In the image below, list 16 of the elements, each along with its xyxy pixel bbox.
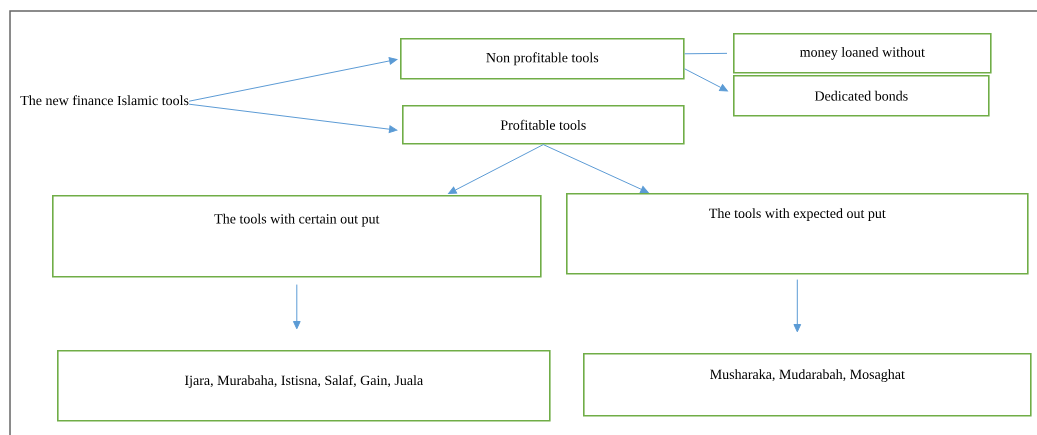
arrow [684,68,728,92]
process-box: Non profitable tools [400,38,685,80]
arrow [448,144,544,194]
process-box: Ijara, Murabaha, Istisna, Salaf, Gain, Juala [57,350,551,422]
process-box: Profitable tools [402,105,685,145]
process-box: The tools with expected out put [566,193,1029,275]
process-box: Musharaka, Mudarabah, Mosaghat [583,353,1032,417]
arrow [188,103,398,134]
process-box: money loaned without [733,33,992,74]
text-label: The new finance Islamic tools [20,95,189,106]
arrow [292,284,301,330]
process-box: The tools with certain out put [52,195,542,278]
arrow [542,144,649,193]
arrow [188,57,398,102]
process-box: Dedicated bonds [733,75,990,117]
arrow [793,279,802,333]
